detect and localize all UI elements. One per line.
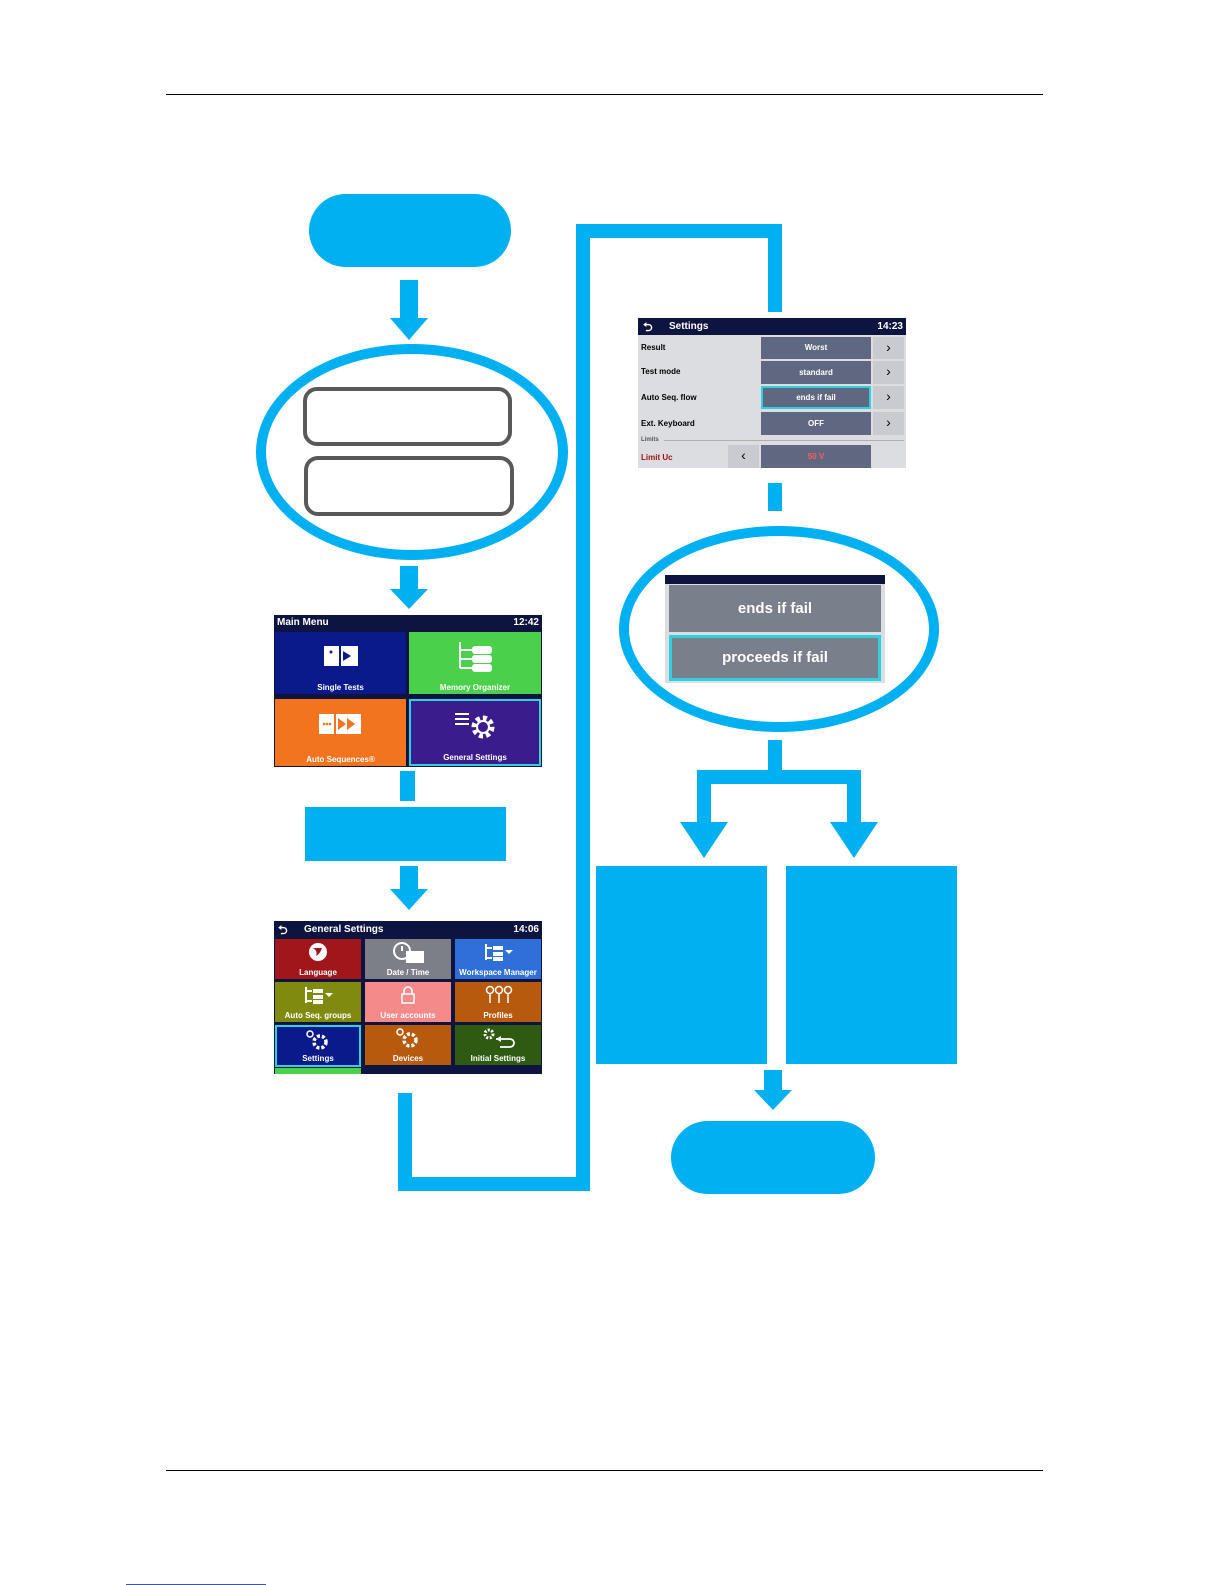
prerequisite-oval <box>256 344 568 560</box>
option-list-header <box>665 575 885 584</box>
auto-sequence-icon <box>319 714 361 734</box>
chevron-right-icon[interactable]: › <box>873 337 904 359</box>
tile-label: Workspace Manager <box>459 968 537 977</box>
tile-memory-organizer[interactable]: Memory Organizer <box>409 632 541 694</box>
limit-uc-value[interactable]: 50 V <box>761 445 871 468</box>
tile-label: Language <box>299 968 337 977</box>
tile-profiles[interactable]: Profiles <box>455 982 541 1022</box>
end-terminator <box>671 1121 875 1194</box>
header-rule <box>166 94 1043 95</box>
option-list: ends if fail proceeds if fail <box>665 575 885 683</box>
settings-time: 14:23 <box>877 321 903 332</box>
step-box <box>305 807 506 861</box>
memory-tree-icon <box>459 642 492 672</box>
gear-icon <box>455 713 495 739</box>
tree-icon <box>485 944 513 961</box>
general-settings-title: General Settings <box>304 924 384 935</box>
tile-general-settings[interactable]: General Settings <box>409 699 541 766</box>
lock-icon <box>401 986 415 1004</box>
gear-icon <box>306 1030 328 1050</box>
tile-user-accounts[interactable]: User accounts <box>365 982 451 1022</box>
result-box-proceeds <box>786 866 957 1064</box>
tree-icon <box>305 987 333 1004</box>
tile-label: Profiles <box>483 1011 513 1020</box>
tile-label: Auto Seq. groups <box>284 1011 352 1020</box>
tile-auto-sequences[interactable]: Auto Sequences® <box>275 699 406 766</box>
general-settings-time: 14:06 <box>513 924 539 935</box>
tile-label: Devices <box>392 1054 424 1063</box>
tile-settings[interactable]: Settings <box>275 1025 361 1067</box>
gear-back-icon <box>483 1028 515 1048</box>
settings-row-label: Result <box>641 343 666 352</box>
limits-divider <box>664 440 904 441</box>
chevron-right-icon[interactable]: › <box>873 386 904 409</box>
tile-devices[interactable]: Devices <box>365 1025 451 1065</box>
tile-date-time[interactable]: Date / Time <box>365 939 451 979</box>
tile-auto-seq-groups[interactable]: Auto Seq. groups <box>275 982 361 1022</box>
option-proceeds-if-fail[interactable]: proceeds if fail <box>669 635 881 681</box>
settings-row-value[interactable]: standard <box>761 361 871 384</box>
main-menu-time: 12:42 <box>513 617 539 628</box>
single-test-icon <box>324 646 358 666</box>
chevron-right-icon[interactable]: › <box>873 361 904 384</box>
main-menu-titlebar: Main Menu 12:42 <box>274 615 542 631</box>
back-icon[interactable]: ⮌ <box>278 923 288 937</box>
settings-row-label: Test mode <box>641 367 681 376</box>
tile-single-tests[interactable]: Single Tests <box>275 632 406 694</box>
settings-row-label: Auto Seq. flow <box>641 393 697 402</box>
limits-section-label: Limits <box>641 437 659 443</box>
start-terminator <box>309 194 511 267</box>
prerequisite-box-1 <box>303 387 512 446</box>
limit-uc-label: Limit Uc <box>641 453 673 462</box>
result-box-ends <box>596 866 767 1064</box>
next-row-tile-peek <box>275 1068 361 1074</box>
settings-row-value-selected[interactable]: ends if fail <box>761 386 871 409</box>
chevron-right-icon[interactable]: › <box>873 412 904 435</box>
tile-label: Single Tests <box>317 683 364 692</box>
settings-row-value[interactable]: Worst <box>761 337 871 359</box>
chevron-left-icon[interactable]: ‹ <box>728 445 759 468</box>
tile-label: User accounts <box>380 1011 436 1020</box>
general-settings-screen: ⮌ General Settings 14:06 Language Date /… <box>274 921 542 1074</box>
tile-initial-settings[interactable]: Initial Settings <box>455 1025 541 1065</box>
back-icon[interactable]: ⮌ <box>643 320 653 334</box>
settings-row-label: Ext. Keyboard <box>641 419 695 428</box>
prerequisite-box-2 <box>304 456 514 516</box>
settings-screen: ⮌ Settings 14:23 Result Worst › Test mod… <box>638 318 906 468</box>
tile-language[interactable]: Language <box>275 939 361 979</box>
tile-label: Memory Organizer <box>439 683 511 692</box>
option-ends-if-fail[interactable]: ends if fail <box>669 585 881 632</box>
tile-label: Date / Time <box>386 968 430 977</box>
tile-label: General Settings <box>443 753 507 762</box>
general-settings-titlebar: ⮌ General Settings 14:06 <box>274 921 542 938</box>
main-menu-title: Main Menu <box>277 617 329 628</box>
keys-icon <box>485 985 513 1003</box>
globe-icon <box>309 943 327 961</box>
settings-titlebar: ⮌ Settings 14:23 <box>638 318 906 335</box>
tile-label: Initial Settings <box>470 1054 526 1063</box>
clock-calendar-icon <box>393 942 424 963</box>
settings-title: Settings <box>669 321 709 332</box>
main-menu-screen: Main Menu 12:42 Single Tests Memory Orga… <box>274 615 542 767</box>
settings-row-value[interactable]: OFF <box>761 412 871 435</box>
tile-label: Settings <box>302 1054 334 1063</box>
tile-workspace-manager[interactable]: Workspace Manager <box>455 939 541 979</box>
option-oval <box>619 526 939 732</box>
tile-label: Auto Sequences® <box>306 755 375 764</box>
gear-icon <box>396 1028 418 1048</box>
footer-rule <box>166 1470 1043 1471</box>
